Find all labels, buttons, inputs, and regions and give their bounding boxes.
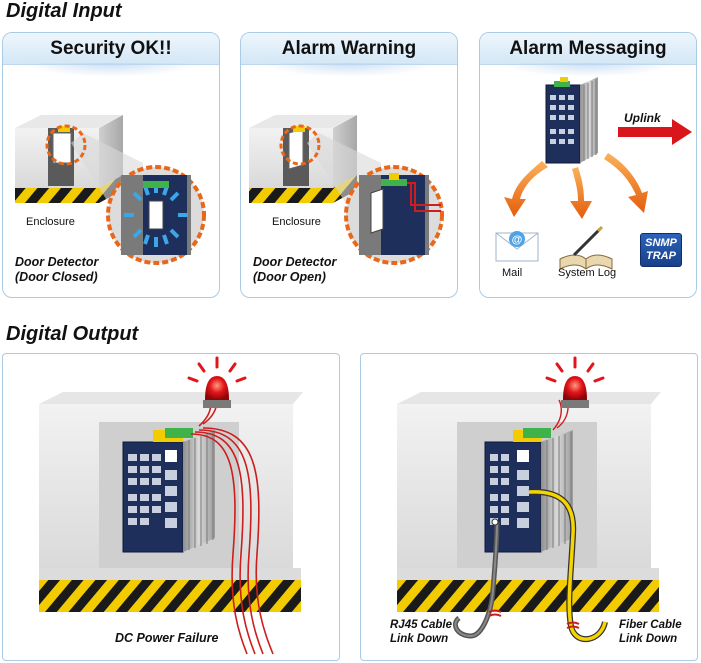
digital-output-title: Digital Output [6, 323, 139, 345]
door-detector-label: Door Detector (Door Open) [253, 255, 336, 285]
industrial-switch-icon: @ [495, 77, 692, 270]
uplink-arrow-icon [618, 119, 692, 145]
enclosure-label: Enclosure [272, 216, 321, 228]
rj45-link-down-label: RJ45 Cable Link Down [390, 618, 452, 646]
alarm-light-icon [187, 356, 247, 408]
enclosure-icon [15, 115, 206, 265]
rj45-line1: RJ45 Cable [390, 619, 453, 631]
detector-line2: (Door Open) [253, 270, 326, 284]
panel-header-text: Alarm Warning [281, 38, 417, 59]
fiber-link-down-label: Fiber Cable Link Down [619, 618, 682, 646]
enclosure-label: Enclosure [26, 216, 75, 228]
enclosure-icon [397, 356, 661, 643]
fiber-line1: Fiber Cable [619, 619, 682, 631]
snmp-line1: SNMP [645, 237, 677, 249]
detector-line2: (Door Closed) [15, 270, 98, 284]
detector-line1: Door Detector [15, 255, 99, 269]
rj45-line2: Link Down [390, 633, 449, 645]
cable-icon [528, 488, 608, 643]
panel-dc-power-failure: DC Power Failure [2, 353, 340, 661]
panel-header-text: Security OK!! [50, 38, 172, 59]
svg-text:@: @ [512, 234, 523, 246]
snmp-trap-icon: SNMP TRAP [640, 233, 682, 267]
panel-link-down: RJ45 Cable Link Down Fiber Cable Link Do… [360, 353, 698, 661]
panel-security-ok: Security OK!! [2, 32, 220, 298]
mail-label: Mail [502, 267, 523, 279]
cable-icon [453, 518, 500, 639]
system-log-label: System Log [558, 267, 617, 279]
enclosure-icon [39, 356, 303, 655]
snmp-line2: TRAP [646, 250, 676, 262]
dc-power-failure-label: DC Power Failure [115, 631, 219, 645]
system-log-icon [559, 225, 613, 270]
panel-alarm-warning: Alarm Warning Enclosure Door Detector (D… [240, 32, 458, 298]
detector-line1: Door Detector [253, 255, 337, 269]
panel-header: Alarm Warning [241, 33, 457, 77]
panel-header: Security OK!! [3, 33, 219, 77]
panel-header: Alarm Messaging [480, 33, 696, 77]
enclosure-icon [249, 115, 444, 265]
uplink-label: Uplink [624, 111, 661, 125]
mail-icon: @ [495, 231, 539, 262]
alarm-light-icon [545, 356, 605, 408]
fiber-line2: Link Down [619, 633, 678, 645]
panel-header-text: Alarm Messaging [509, 38, 667, 59]
door-detector-label: Door Detector (Door Closed) [15, 255, 98, 285]
panel-alarm-messaging: Alarm Messaging [479, 32, 697, 298]
digital-input-title: Digital Input [6, 0, 122, 22]
